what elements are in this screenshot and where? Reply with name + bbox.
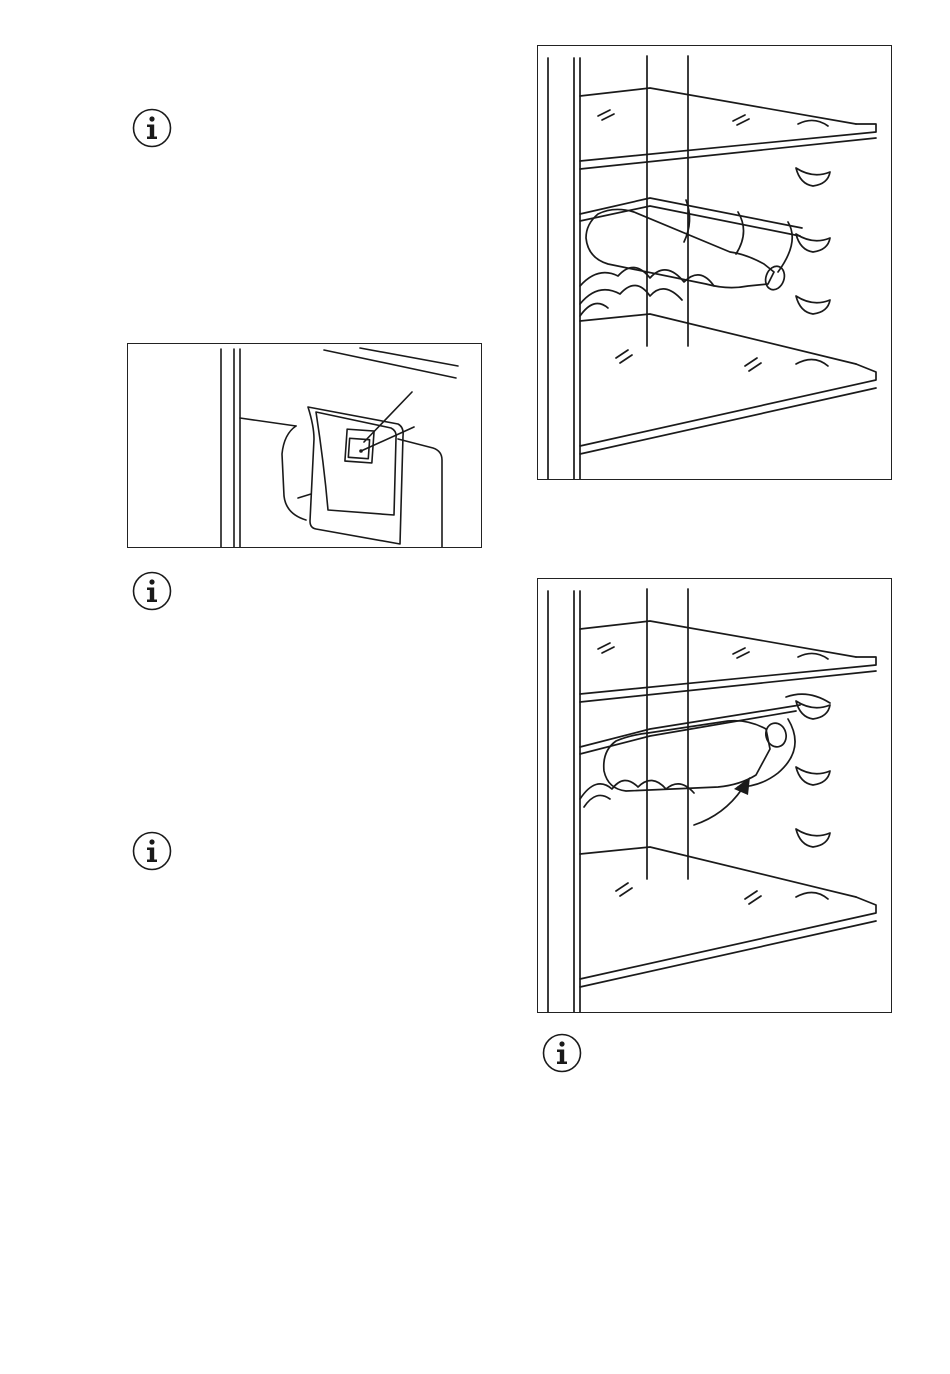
info-icon (132, 108, 172, 148)
temperature-sensor-illustration (128, 344, 481, 547)
info-icon (132, 831, 172, 871)
bottle-rack-tilted-figure (537, 578, 892, 1013)
bottle-rack-level-figure (537, 45, 892, 480)
info-icon (542, 1033, 582, 1073)
info-icon (132, 571, 172, 611)
sensor-panel-figure (127, 343, 482, 548)
wine-rack-tilted-bottle-illustration (538, 579, 891, 1012)
wine-rack-bottle-illustration (538, 46, 891, 479)
